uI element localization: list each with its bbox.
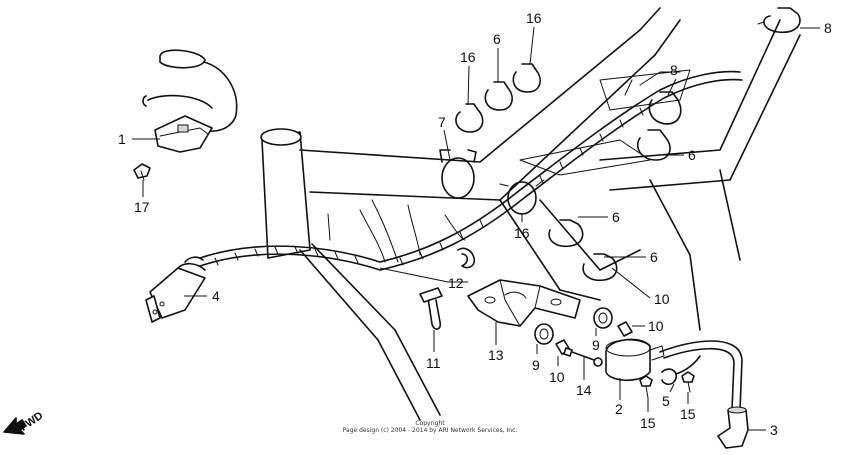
callout-8-mid: 8 <box>670 62 678 78</box>
callout-6-a: 6 <box>493 31 501 47</box>
part-8-clamp-mid <box>648 91 682 125</box>
part-4-connector <box>145 256 206 323</box>
callout-15-a: 15 <box>640 415 656 431</box>
part-6-clamp-b <box>636 129 671 161</box>
part-3-spark-plug-cap <box>659 340 749 449</box>
part-16-clamp-a <box>455 103 484 133</box>
callout-7: 7 <box>438 114 446 130</box>
part-2-ignition-coil <box>605 338 665 382</box>
callout-15-b: 15 <box>680 406 696 422</box>
callout-16-a: 16 <box>460 49 476 65</box>
callout-13: 13 <box>488 347 504 363</box>
part-13-coil-bracket <box>467 279 581 327</box>
part-8-clamp-top <box>757 7 801 34</box>
callout-10-a: 10 <box>654 291 670 307</box>
callout-6-d: 6 <box>650 249 658 265</box>
callout-11: 11 <box>426 355 441 371</box>
part-17-bolt <box>133 163 151 181</box>
leader-lines <box>132 26 820 431</box>
callout-6-b: 6 <box>688 147 696 163</box>
part-15-screw-b <box>681 371 695 393</box>
callout-9-b: 9 <box>592 337 600 353</box>
callout-17: 17 <box>134 199 150 215</box>
frame <box>260 7 801 421</box>
fwd-arrow <box>3 417 27 435</box>
callout-10-b: 10 <box>648 318 664 334</box>
copyright-line-2: Page design (c) 2004 - 2014 by ARI Netwo… <box>342 427 518 434</box>
callout-9-a: 9 <box>532 357 540 373</box>
part-10-collar-b <box>617 321 633 337</box>
part-11-wire-clip <box>419 287 443 330</box>
part-14-bolt <box>563 347 603 367</box>
callout-3: 3 <box>770 422 778 438</box>
callout-14: 14 <box>576 382 592 398</box>
part-6-clamp-c <box>548 219 584 248</box>
callout-12: 12 <box>448 275 464 291</box>
copyright-notice: Copyright Page design (c) 2004 - 2014 by… <box>300 420 560 434</box>
part-15-screw-a <box>639 375 653 399</box>
part-9-grommet-b <box>593 307 613 329</box>
part-12-cable-guide <box>457 247 476 269</box>
callout-16-c: 16 <box>514 225 530 241</box>
callout-labels: 1 17 4 7 16 6 16 8 8 6 6 6 16 12 10 10 1… <box>118 10 832 438</box>
part-6-clamp-d <box>582 253 618 282</box>
main-wire-harness <box>199 70 743 271</box>
part-16-clamp-b <box>512 63 541 93</box>
callout-4: 4 <box>212 288 220 304</box>
part-7-clamp <box>439 149 477 199</box>
callout-6-c: 6 <box>612 209 620 225</box>
part-6-clamp-a <box>484 81 513 111</box>
callout-16-b: 16 <box>526 10 542 26</box>
callout-5: 5 <box>662 393 670 409</box>
callout-2: 2 <box>615 401 623 417</box>
part-5-stay <box>661 355 701 386</box>
callout-8-top: 8 <box>824 20 832 36</box>
copyright-line-1: Copyright <box>415 420 445 427</box>
part-1-cdi-unit <box>142 49 238 153</box>
callout-1: 1 <box>118 131 126 147</box>
callout-10-c: 10 <box>549 369 565 385</box>
part-9-grommet-a <box>534 323 554 345</box>
